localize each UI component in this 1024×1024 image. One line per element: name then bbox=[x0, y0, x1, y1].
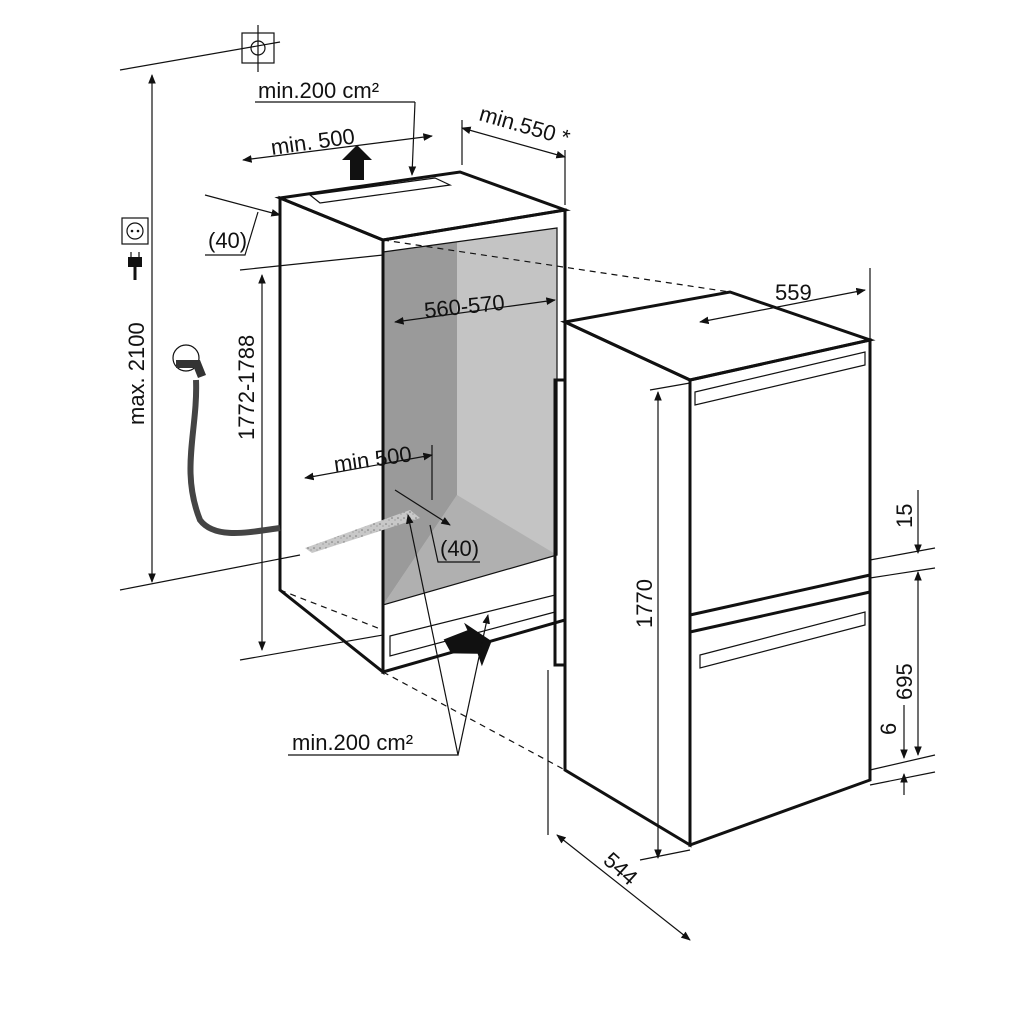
water-tap-icon bbox=[172, 344, 281, 536]
water-hose bbox=[187, 379, 281, 536]
bottom-offset-label: (40) bbox=[440, 536, 479, 561]
freezer-door-height-label: 695 bbox=[892, 663, 917, 700]
air-out-arrow-icon bbox=[342, 145, 372, 180]
bottom-vent-area-label: min.200 cm² bbox=[292, 730, 413, 755]
appliance-depth-label: 544 bbox=[599, 847, 643, 890]
top-offset-label: (40) bbox=[208, 228, 247, 253]
ventilation-symbol-icon bbox=[241, 25, 275, 72]
top-vent bbox=[308, 177, 453, 204]
niche-depth-label: min.550 * bbox=[477, 101, 574, 151]
niche bbox=[274, 145, 571, 676]
plug-icon bbox=[128, 252, 142, 280]
dimension-lines bbox=[119, 41, 936, 941]
door-gap-label: 15 bbox=[892, 504, 917, 528]
air-in-arrow-icon bbox=[443, 622, 492, 667]
appliance bbox=[553, 290, 876, 848]
appliance-width-label: 559 bbox=[775, 280, 812, 305]
power-socket-icon bbox=[121, 217, 149, 245]
top-vent-width-label: min. 500 bbox=[269, 123, 356, 160]
bottom-gap-label: 6 bbox=[876, 723, 901, 735]
top-vent-area-label: min.200 cm² bbox=[258, 78, 379, 103]
fridge-handle bbox=[694, 351, 866, 406]
max-height-label: max. 2100 bbox=[124, 322, 149, 425]
freezer-handle bbox=[699, 611, 866, 669]
floor-vent bbox=[305, 510, 420, 553]
appliance-height-label: 1770 bbox=[632, 579, 657, 628]
niche-height-label: 1772-1788 bbox=[234, 335, 259, 440]
